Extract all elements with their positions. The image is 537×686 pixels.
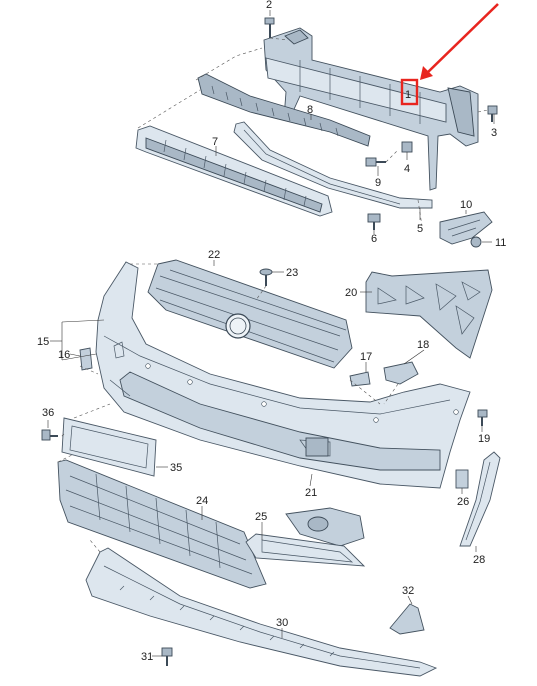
part-1-bumper-reinforcement [263,27,479,191]
callout-35: 35 [170,462,182,474]
part-11-nut [470,236,482,248]
callout-5: 5 [417,223,423,235]
callout-4: 4 [404,163,410,175]
callout-25: 25 [255,511,267,523]
part-21-foglamp-bracket [285,507,365,547]
callout-21: 21 [305,487,317,499]
part-18-bracket [383,361,419,385]
callout-9: 9 [375,177,381,189]
part-2-screw [264,17,275,38]
callout-32: 32 [402,585,414,597]
part-22-radiator-grille [147,259,353,369]
part-3-bolt [487,105,498,122]
part-28-side-trim [459,451,501,547]
callout-labels: 1 2 3 4 5 6 7 8 9 10 11 15 16 17 18 19 2… [37,0,506,663]
highlight-arrow [400,3,499,106]
part-26-bracket [455,469,469,489]
callout-2: 2 [266,0,272,11]
part-30-front-spoiler [85,547,438,677]
callout-26: 26 [457,496,469,508]
part-24-lower-grille [57,459,267,589]
callout-16: 16 [58,349,70,361]
part-15-bumper-cover [95,261,471,489]
assembly-guide-lines [57,47,381,553]
part-35-plate-holder [61,417,157,477]
part-36-screw [41,429,58,441]
callout-1: 1 [405,89,411,101]
part-10-bracket [439,211,493,245]
part-8-energy-absorber [197,73,371,147]
part-19-bolt [477,409,488,426]
part-6-clip [367,213,381,230]
callout-36: 36 [42,407,54,419]
callout-7: 7 [212,136,218,148]
callout-31: 31 [141,651,153,663]
callout-3: 3 [491,127,497,139]
callout-28: 28 [473,554,485,566]
part-31-screw [161,647,173,666]
callout-30: 30 [276,617,288,629]
callout-17: 17 [360,351,372,363]
callout-23: 23 [286,267,298,279]
callout-8: 8 [307,104,313,116]
callout-22: 22 [208,249,220,261]
part-16-cap [79,347,93,371]
callout-15: 15 [37,336,49,348]
part-25-foglamp-trim [245,533,366,567]
callout-10: 10 [460,199,472,211]
callout-24: 24 [196,495,208,507]
callout-18: 18 [417,339,429,351]
part-9-bolt [365,157,386,167]
part-23-clip [259,268,273,286]
part-5-lip-strip [233,121,433,209]
part-7-foam-absorber [135,125,333,217]
callout-11: 11 [495,237,506,249]
part-20-bumper-bracket [365,269,493,359]
part-4-nut [401,141,413,153]
part-32-bracket [389,603,425,635]
callout-20: 20 [345,287,357,299]
part-17-sensor-holder [349,371,371,387]
leader-lines [47,10,495,657]
callout-19: 19 [478,433,490,445]
callout-6: 6 [371,233,377,245]
